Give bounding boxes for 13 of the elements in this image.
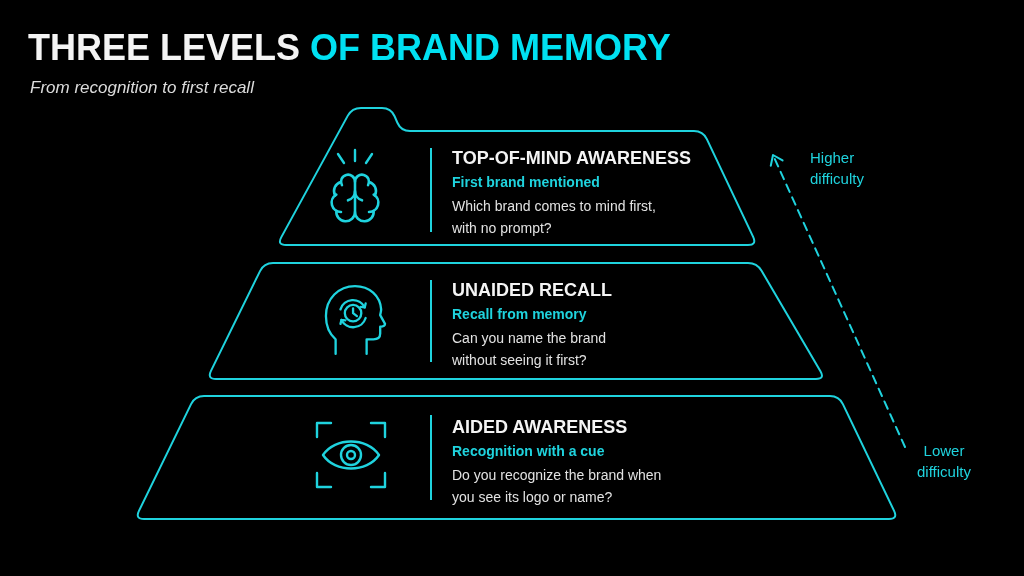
tier-subtitle: Recognition with a cue <box>452 442 605 461</box>
tier-subtitle: Recall from memory <box>452 305 587 324</box>
tier-description: Which brand comes to mind first, with no prompt? <box>452 197 657 238</box>
tier-subtitle: First brand mentioned <box>452 173 600 192</box>
subtitle: From recognition to first recall <box>30 77 254 99</box>
difficulty-label: Higher difficulty <box>810 148 865 189</box>
difficulty-label: Lower difficulty <box>916 441 972 482</box>
title: THREE LEVELS OF BRAND MEMORY <box>28 27 671 69</box>
tier-title: UNAIDED RECALL <box>452 279 612 302</box>
tier-description: Do you recognize the brand when you see its logo or name? <box>452 466 663 507</box>
tier-title: AIDED AWARENESS <box>452 416 628 439</box>
tier-description: Can you name the brand without seeing it first? <box>452 329 608 370</box>
tier-title: TOP-OF-MIND AWARENESS <box>452 147 691 170</box>
